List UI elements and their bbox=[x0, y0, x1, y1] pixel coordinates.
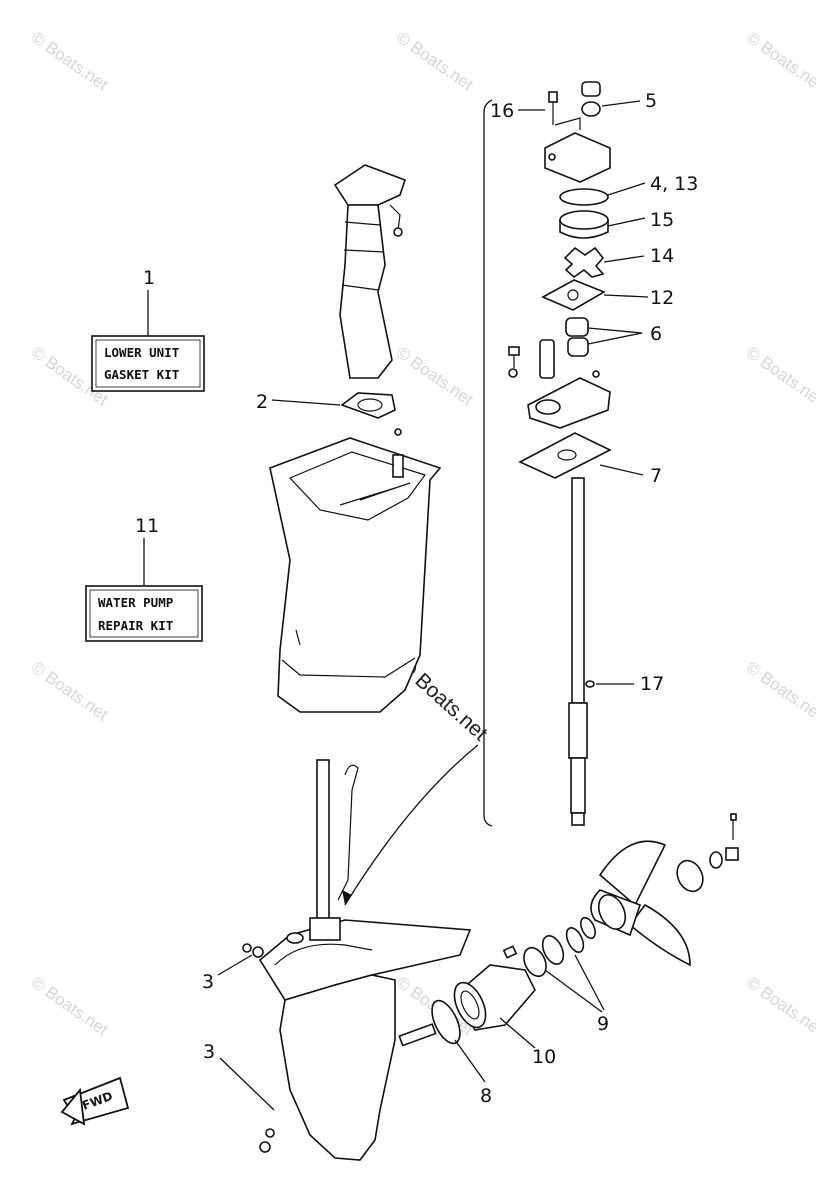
kit-box bbox=[85, 585, 203, 642]
leader-3b bbox=[219, 1057, 275, 1111]
leader-12 bbox=[603, 294, 649, 298]
callout-17: 17 bbox=[640, 673, 664, 695]
callout-3a: 3 bbox=[202, 971, 214, 993]
leader-14 bbox=[603, 255, 645, 263]
pointer-arrowhead bbox=[342, 890, 352, 905]
o-ring-8-part: 8 bbox=[431, 999, 492, 1107]
callout-6: 6 bbox=[650, 323, 662, 345]
callout-1: 1 bbox=[143, 267, 155, 289]
exhaust-guide-part bbox=[333, 164, 407, 379]
gasket-2-part: 2 bbox=[256, 391, 396, 419]
leader-5 bbox=[601, 100, 641, 107]
watermark: © Boats.net bbox=[28, 973, 112, 1040]
kit-label-line2: GASKET KIT bbox=[104, 367, 179, 382]
lower-unit-gearcase-part bbox=[258, 917, 472, 1161]
watermark: © Boats.net bbox=[28, 28, 112, 95]
callout-16: 16 bbox=[490, 100, 514, 122]
leader-6b bbox=[587, 332, 643, 345]
watermark: © Boats.net bbox=[743, 973, 816, 1040]
callout-3b: 3 bbox=[203, 1041, 215, 1063]
pointer-arrow bbox=[344, 744, 479, 906]
kit-label-line1: WATER PUMP bbox=[98, 595, 173, 610]
upper-casing-part bbox=[269, 428, 442, 713]
kit-box bbox=[91, 335, 205, 392]
watermark: © Boats.net bbox=[393, 28, 477, 95]
callout-15: 15 bbox=[650, 209, 674, 231]
leader-9b bbox=[574, 954, 605, 1011]
kit-water-pump-repair: 11 WATER PUMP REPAIR KIT bbox=[85, 515, 203, 642]
leader-8 bbox=[454, 1039, 486, 1083]
watermark: © Boats.net bbox=[393, 343, 477, 410]
leader-15 bbox=[607, 217, 646, 227]
kit-box-inner bbox=[89, 589, 199, 638]
bolt-3-lower: 3 bbox=[203, 1041, 275, 1153]
assembly-bracket bbox=[483, 99, 493, 827]
leader-3a bbox=[217, 954, 253, 976]
propeller-part bbox=[590, 813, 739, 967]
callout-2: 2 bbox=[256, 391, 268, 413]
bolt-3-upper: 3 bbox=[202, 943, 264, 993]
callout-14: 14 bbox=[650, 245, 674, 267]
watermark: © Boats.net bbox=[743, 343, 816, 410]
leader-10 bbox=[499, 1017, 536, 1049]
watermark: © Boats.net bbox=[28, 658, 112, 725]
kit-box-inner bbox=[95, 339, 201, 388]
callout-10: 10 bbox=[532, 1046, 556, 1068]
callout-8: 8 bbox=[480, 1085, 492, 1107]
callout-4-13: 4, 13 bbox=[650, 173, 698, 195]
leader-2 bbox=[271, 399, 341, 406]
callout-11: 11 bbox=[135, 515, 159, 537]
leader-4-13 bbox=[607, 182, 646, 196]
callout-7: 7 bbox=[650, 465, 662, 487]
kit-lower-unit-gasket: 1 LOWER UNIT GASKET KIT bbox=[91, 267, 205, 392]
fwd-arrow: FWD bbox=[60, 1076, 130, 1126]
callout-12: 12 bbox=[650, 287, 674, 309]
kit-label-line2: REPAIR KIT bbox=[98, 618, 173, 633]
callout-9: 9 bbox=[597, 1013, 609, 1035]
driveshaft-tube-part bbox=[316, 759, 359, 926]
leader-7 bbox=[599, 464, 644, 476]
kit-label-line1: LOWER UNIT bbox=[104, 345, 179, 360]
bearing-housing-10-part: 10 bbox=[453, 964, 556, 1068]
watermark: © Boats.net bbox=[743, 658, 816, 725]
water-pump-assembly: 16 5 4, 13 15 14 12 6 bbox=[490, 81, 698, 826]
seals-9-part: 9 bbox=[502, 916, 609, 1035]
watermark: © Boats.net bbox=[743, 28, 816, 95]
callout-5: 5 bbox=[645, 90, 657, 112]
leader-6a bbox=[587, 327, 643, 334]
leader-9a bbox=[544, 969, 603, 1013]
